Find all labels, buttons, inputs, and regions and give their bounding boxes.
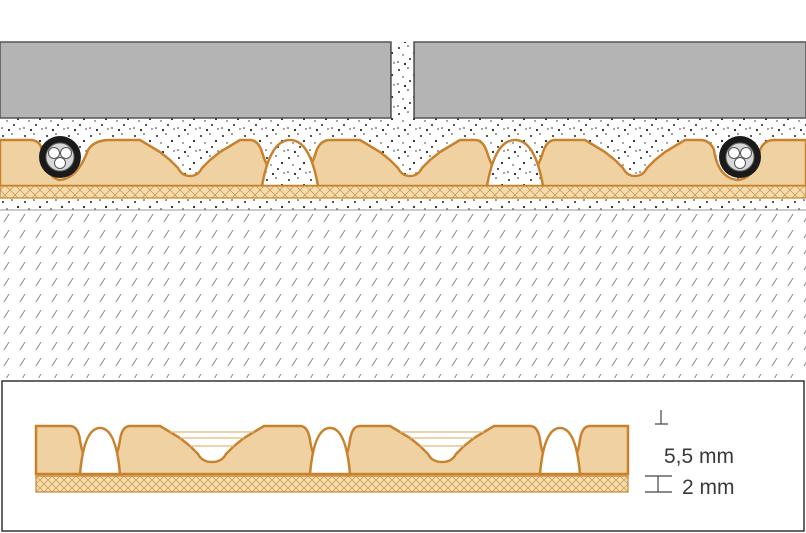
tile-right — [413, 41, 806, 119]
tile-left — [0, 41, 392, 119]
fleece-thickness-label: 2 mm — [682, 476, 735, 499]
heating-cable-icon — [39, 136, 81, 178]
adhesive-layer — [0, 198, 806, 210]
dimension-markers — [645, 410, 672, 493]
concrete-substrate — [0, 210, 806, 378]
membrane-height-label: 5,5 mm — [664, 445, 734, 468]
heating-cable-icon — [719, 136, 761, 178]
membrane-detail — [34, 424, 630, 476]
grout-joint — [391, 42, 414, 120]
fleece-detail — [35, 475, 629, 493]
fleece-layer — [0, 185, 806, 199]
uncoupling-membrane — [0, 138, 806, 188]
